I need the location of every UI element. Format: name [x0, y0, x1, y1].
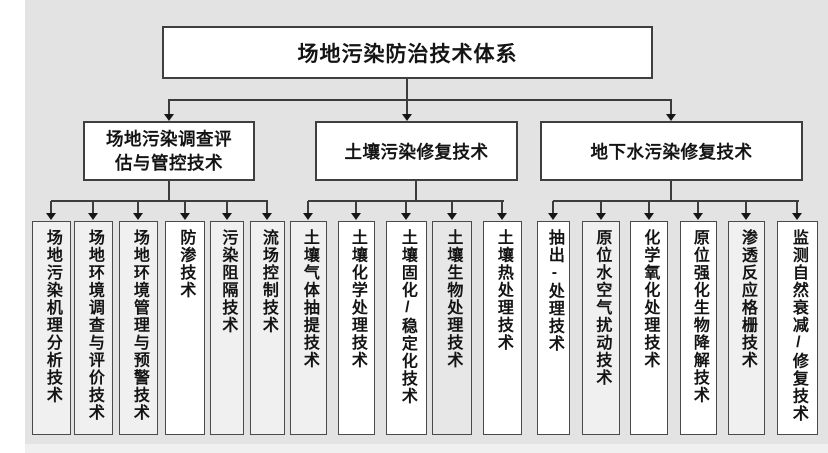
arrow-down-icon	[222, 213, 232, 220]
branch-node-label: 土壤污染修复技术	[344, 141, 489, 162]
arrow-down-icon	[666, 114, 676, 121]
arrow-down-icon	[133, 213, 143, 220]
arrow-down-icon	[88, 213, 98, 220]
arrow-down-icon	[401, 213, 411, 220]
arrow-down-icon	[402, 114, 412, 121]
leaf-node: 防渗技术	[165, 221, 205, 435]
branch-node-investigation: 场地污染调查评估与管控技术	[83, 121, 255, 181]
leaf-node-label: 场地污染机理分析技术	[43, 229, 61, 404]
leaf-node-label: 污染阻隔技术	[219, 229, 237, 334]
leaf-node: 渗透反应格栅技术	[728, 221, 765, 435]
connector-line	[307, 201, 309, 213]
leaf-node-label: 土壤气体抽提技术	[300, 229, 318, 369]
leaf-node-label: 监测自然衰减/修复技术	[789, 229, 807, 423]
leaf-node: 抽出-处理技术	[537, 221, 570, 435]
leaf-node: 场地环境管理与预警技术	[119, 221, 158, 435]
leaf-node: 化学氧化处理技术	[630, 221, 668, 435]
leaf-node: 土壤气体抽提技术	[290, 221, 327, 435]
leaf-node-label: 渗透反应格栅技术	[738, 229, 756, 369]
arrow-down-icon	[447, 213, 457, 220]
leaf-node: 场地环境调查与评价技术	[74, 221, 113, 435]
connector-line	[451, 201, 453, 213]
arrow-down-icon	[46, 213, 56, 220]
leaf-node: 土壤固化/稳定化技术	[386, 221, 427, 435]
connector-line	[552, 201, 554, 213]
connector-line	[796, 201, 798, 213]
root-node-label: 场地污染防治技术体系	[297, 42, 518, 66]
leaf-node: 场地污染机理分析技术	[32, 221, 71, 435]
connector-line	[745, 201, 747, 213]
arrow-down-icon	[180, 213, 190, 220]
connector-line	[50, 201, 52, 213]
branch-node-label: 地下水污染修复技术	[590, 141, 753, 162]
leaf-node-label: 抽出-处理技术	[545, 229, 563, 353]
leaf-node: 流场控制技术	[250, 221, 285, 435]
leaf-node-label: 土壤化学处理技术	[348, 229, 366, 369]
arrow-down-icon	[351, 213, 361, 220]
root-node: 场地污染防治技术体系	[162, 26, 653, 79]
branch-node-label: 场地污染调查评估与管控技术	[106, 128, 232, 174]
connector-line	[501, 201, 503, 213]
connector-line	[226, 201, 228, 213]
leaf-node: 土壤热处理技术	[483, 221, 522, 435]
arrow-down-icon	[644, 213, 654, 220]
arrow-down-icon	[548, 213, 558, 220]
connector-line	[415, 181, 417, 201]
leaf-node-label: 原位水空气扰动技术	[593, 229, 611, 387]
arrow-down-icon	[596, 213, 606, 220]
leaf-node: 土壤化学处理技术	[338, 221, 375, 435]
page-margin	[25, 444, 828, 453]
connector-line	[184, 201, 186, 213]
leaf-node-label: 土壤生物处理技术	[444, 229, 462, 369]
branch-node-groundwater: 地下水污染修复技术	[540, 121, 803, 181]
connector-line	[648, 201, 650, 213]
connector-line	[405, 201, 407, 213]
connector-line	[92, 201, 94, 213]
arrow-down-icon	[792, 213, 802, 220]
leaf-node: 原位水空气扰动技术	[582, 221, 620, 435]
connector-line	[168, 181, 170, 201]
connector-line	[406, 79, 408, 114]
connector-line	[168, 99, 672, 101]
leaf-node: 土壤生物处理技术	[432, 221, 472, 435]
leaf-node-label: 场地环境调查与评价技术	[85, 229, 103, 422]
connector-line	[600, 201, 602, 213]
leaf-node-label: 土壤热处理技术	[494, 229, 512, 352]
leaf-node-label: 防渗技术	[177, 229, 195, 299]
arrow-down-icon	[741, 213, 751, 220]
connector-line	[697, 201, 699, 213]
leaf-node-label: 原位强化生物降解技术	[690, 229, 708, 404]
arrow-down-icon	[164, 114, 174, 121]
arrow-down-icon	[262, 213, 272, 220]
connector-line	[51, 200, 268, 202]
leaf-node: 污染阻隔技术	[210, 221, 244, 435]
connector-line	[553, 200, 799, 202]
connector-line	[168, 99, 170, 114]
arrow-down-icon	[693, 213, 703, 220]
leaf-node-label: 流场控制技术	[259, 229, 277, 334]
connector-line	[137, 201, 139, 213]
arrow-down-icon	[303, 213, 313, 220]
leaf-node-label: 土壤固化/稳定化技术	[398, 229, 416, 405]
connector-line	[670, 99, 672, 114]
connector-line	[355, 201, 357, 213]
arrow-down-icon	[497, 213, 507, 220]
connector-line	[266, 201, 268, 213]
leaf-node: 原位强化生物降解技术	[680, 221, 717, 435]
branch-node-soil: 土壤污染修复技术	[315, 121, 518, 181]
leaf-node-label: 化学氧化处理技术	[641, 229, 659, 369]
leaf-node-label: 场地环境管理与预警技术	[130, 229, 148, 422]
connector-line	[670, 181, 672, 201]
leaf-node: 监测自然衰减/修复技术	[777, 221, 818, 435]
